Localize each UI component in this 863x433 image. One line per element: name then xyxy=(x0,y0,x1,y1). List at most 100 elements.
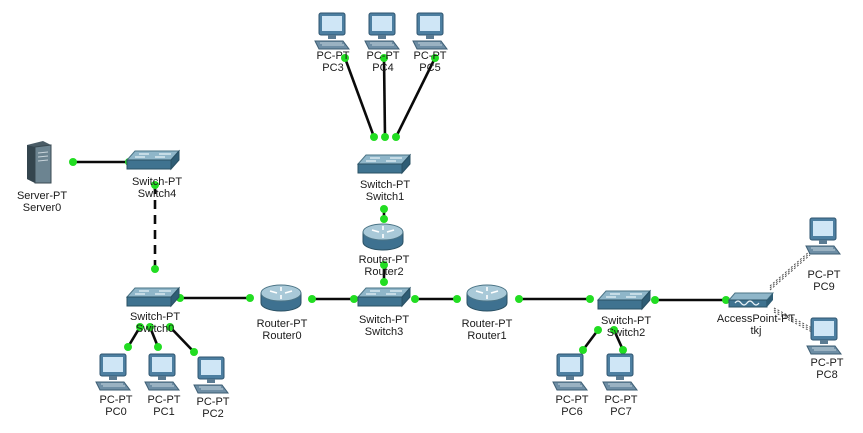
device-name: PC8 xyxy=(816,369,838,381)
device-switch2[interactable] xyxy=(596,289,652,311)
device-type: Switch-PT xyxy=(131,176,183,188)
port-status-dot xyxy=(380,54,388,62)
pc-icon xyxy=(409,11,449,53)
link-router0-switch3[interactable] xyxy=(308,295,358,303)
pc-icon xyxy=(311,11,351,53)
link-switch1-pc3[interactable] xyxy=(341,54,378,141)
link-switch3-router1[interactable] xyxy=(411,295,461,303)
device-pc7[interactable] xyxy=(599,352,639,394)
device-pc3[interactable] xyxy=(311,11,351,53)
link-ap-pc9[interactable] xyxy=(769,250,811,291)
device-name: Switch3 xyxy=(364,326,404,338)
device-switch1[interactable] xyxy=(356,153,412,175)
device-router0[interactable] xyxy=(258,283,304,313)
port-status-dot xyxy=(146,323,154,331)
device-pc4[interactable] xyxy=(361,11,401,53)
link-switch2-pc7[interactable] xyxy=(610,326,627,354)
port-status-dot xyxy=(154,343,162,351)
device-server0[interactable] xyxy=(23,139,55,185)
port-status-dot xyxy=(380,261,388,269)
device-type: PC-PT xyxy=(196,396,230,408)
link-switch1-pc4[interactable] xyxy=(380,54,389,141)
device-pc5[interactable] xyxy=(409,11,449,53)
device-switch3[interactable] xyxy=(356,286,412,308)
link-switch2-ap[interactable] xyxy=(651,296,730,304)
device-pc8[interactable] xyxy=(803,316,843,358)
port-status-dot xyxy=(431,54,439,62)
switch-icon xyxy=(125,286,181,308)
device-type: Server-PT xyxy=(16,190,68,202)
link-switch2-pc6[interactable] xyxy=(579,326,602,354)
router-icon xyxy=(360,222,406,252)
port-status-dot xyxy=(586,295,594,303)
link-server0-switch4[interactable] xyxy=(69,158,133,166)
link-switch0-pc1[interactable] xyxy=(146,323,162,351)
port-status-dot xyxy=(69,158,77,166)
link-router1-switch2[interactable] xyxy=(515,295,594,303)
device-router2[interactable] xyxy=(360,222,406,252)
port-status-dot xyxy=(380,278,388,286)
switch-icon xyxy=(356,153,412,175)
device-name: PC0 xyxy=(105,406,127,418)
port-status-dot xyxy=(594,326,602,334)
device-router1[interactable] xyxy=(464,283,510,313)
device-pc9[interactable] xyxy=(802,216,842,258)
device-name: Switch1 xyxy=(365,191,405,203)
port-status-dot xyxy=(151,265,159,273)
device-name: Switch2 xyxy=(606,327,646,339)
link-switch0-pc2[interactable] xyxy=(166,323,198,356)
link-switch0-pc0[interactable] xyxy=(124,323,144,351)
device-type: Router-PT xyxy=(461,318,513,330)
port-status-dot xyxy=(151,181,159,189)
port-status-dot xyxy=(308,295,316,303)
device-type: PC-PT xyxy=(147,394,181,406)
link-ap-pc8[interactable] xyxy=(773,307,813,333)
device-pc0[interactable] xyxy=(92,352,132,394)
link-switch3-router2[interactable] xyxy=(380,261,388,286)
device-pc1[interactable] xyxy=(141,352,181,394)
link-router2-switch1[interactable] xyxy=(380,205,388,223)
pc-icon xyxy=(190,355,230,397)
port-status-dot xyxy=(350,295,358,303)
port-status-dot xyxy=(579,346,587,354)
device-switch0[interactable] xyxy=(125,286,181,308)
switch-icon xyxy=(356,286,412,308)
link-switch4-switch0[interactable] xyxy=(151,181,159,273)
device-name: Switch0 xyxy=(135,323,175,335)
pc-icon xyxy=(141,352,181,394)
port-status-dot xyxy=(453,295,461,303)
switch-icon xyxy=(125,149,181,171)
device-type: Switch-PT xyxy=(129,311,181,323)
device-pc6[interactable] xyxy=(549,352,589,394)
device-name: Router2 xyxy=(364,266,404,278)
device-name: PC7 xyxy=(610,406,632,418)
device-type: PC-PT xyxy=(555,394,589,406)
port-status-dot xyxy=(341,54,349,62)
device-ap[interactable] xyxy=(727,291,775,309)
port-status-dot xyxy=(370,133,378,141)
link-switch1-pc5[interactable] xyxy=(392,54,439,141)
device-type: AccessPoint-PT xyxy=(716,313,796,325)
device-name: PC9 xyxy=(813,281,835,293)
device-switch4[interactable] xyxy=(125,149,181,171)
pc-icon xyxy=(599,352,639,394)
port-status-dot xyxy=(380,215,388,223)
router-icon xyxy=(464,283,510,313)
device-type: Switch-PT xyxy=(600,315,652,327)
port-status-dot xyxy=(722,296,730,304)
device-pc2[interactable] xyxy=(190,355,230,397)
link-switch0-router0[interactable] xyxy=(176,294,254,302)
port-status-dot xyxy=(381,133,389,141)
pc-icon xyxy=(361,11,401,53)
port-status-dot xyxy=(190,348,198,356)
